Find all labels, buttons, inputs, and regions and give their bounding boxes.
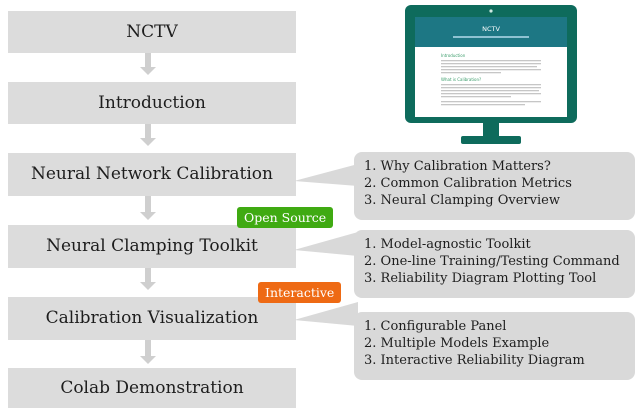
svg-text:Introduction: Introduction (441, 53, 466, 58)
arrow-down-icon (140, 340, 156, 364)
list-item: 1. Why Calibration Matters? (364, 159, 551, 174)
list-item: 3. Reliability Diagram Plotting Tool (364, 271, 597, 286)
arrow-down-icon (140, 196, 156, 220)
svg-text:What is Calibration?: What is Calibration? (441, 77, 481, 82)
list-item: 1. Model-agnostic Toolkit (364, 237, 531, 252)
list-item: 1. Configurable Panel (364, 319, 507, 334)
list-item: 2. Common Calibration Metrics (364, 176, 572, 191)
step-introduction: Introduction (8, 82, 296, 124)
open-source-badge: Open Source (237, 207, 334, 228)
arrow-down-icon (140, 268, 156, 290)
list-item: 2. One-line Training/Testing Command (364, 254, 620, 269)
arrow-down-icon (140, 124, 156, 146)
step-colab-demonstration: Colab Demonstration (8, 368, 296, 408)
step-nctv: NCTV (8, 11, 296, 53)
list-item: 3. Neural Clamping Overview (364, 193, 560, 208)
list-item: 3. Interactive Reliability Diagram (364, 353, 585, 368)
step-calibration-visualization: Calibration Visualization (8, 297, 296, 340)
monitor-icon: NCTV Introduction What is Calibration? (405, 5, 577, 144)
callout-visualization-features: 1. Configurable Panel 2. Multiple Models… (354, 312, 635, 380)
callout-pointer (294, 164, 358, 326)
list-item: 2. Multiple Models Example (364, 336, 550, 351)
svg-text:NCTV: NCTV (482, 25, 500, 33)
arrow-down-icon (140, 53, 156, 75)
callout-toolkit-features: 1. Model-agnostic Toolkit 2. One-line Tr… (354, 230, 635, 298)
step-neural-clamping-toolkit: Neural Clamping Toolkit (8, 225, 296, 268)
step-neural-network-calibration: Neural Network Calibration (8, 153, 296, 196)
interactive-badge: Interactive (258, 282, 342, 303)
callout-calibration-topics: 1. Why Calibration Matters? 2. Common Ca… (354, 152, 635, 220)
